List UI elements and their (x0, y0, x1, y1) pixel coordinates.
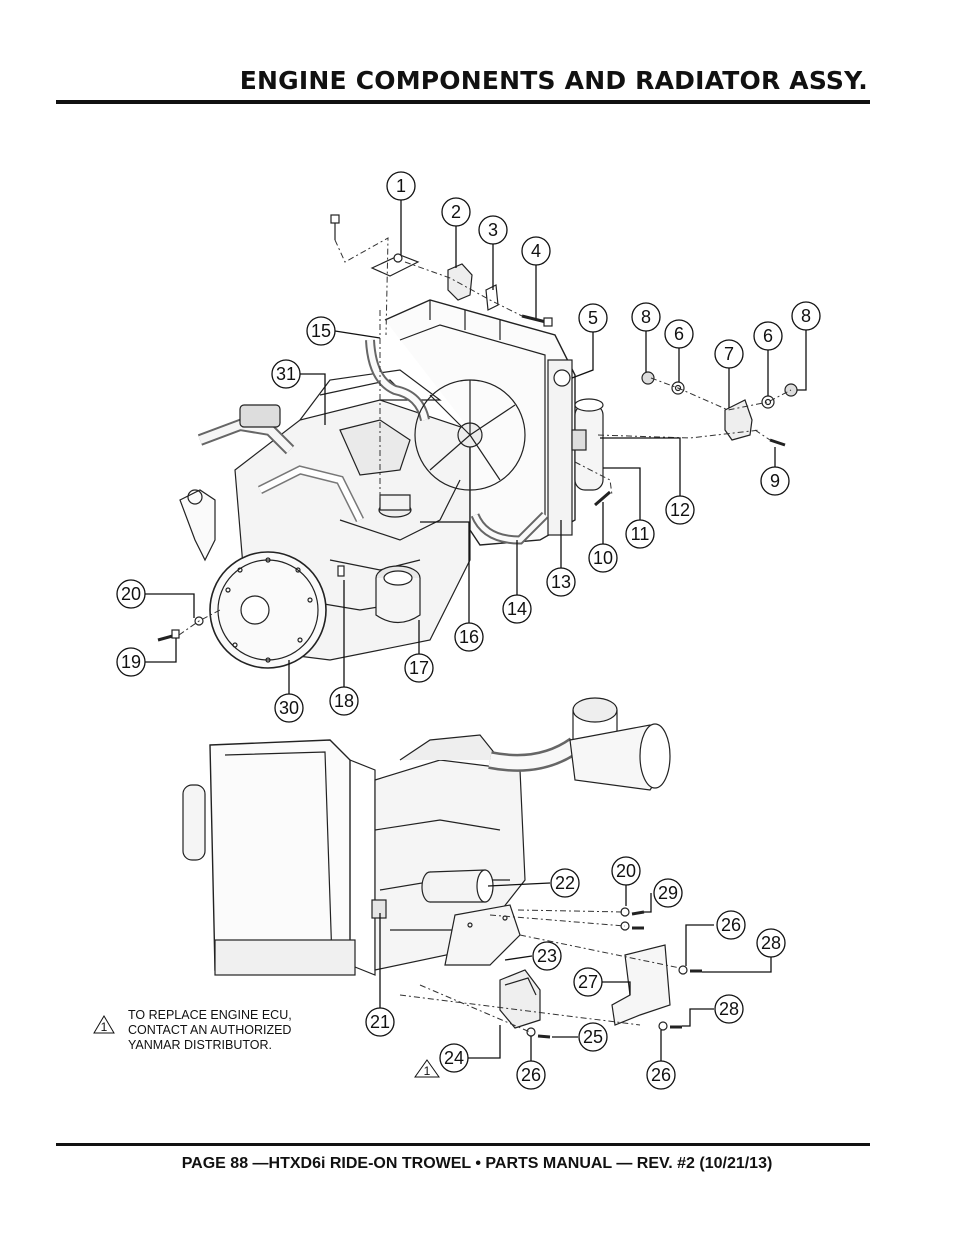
callout-26c: 26 (646, 1060, 676, 1090)
svg-text:2: 2 (451, 202, 461, 222)
callout-4: 4 (521, 236, 551, 266)
svg-text:18: 18 (334, 691, 354, 711)
callout-23: 23 (532, 941, 562, 971)
callout-22: 22 (550, 868, 580, 898)
svg-text:30: 30 (279, 698, 299, 718)
engine-radiator-illustration (179, 299, 604, 669)
svg-text:19: 19 (121, 652, 141, 672)
top-hardware-parts (157, 214, 798, 642)
header-rule (56, 100, 870, 104)
svg-text:29: 29 (658, 883, 678, 903)
svg-text:24: 24 (444, 1048, 464, 1068)
svg-text:10: 10 (593, 548, 613, 568)
leader-lines (145, 199, 807, 1062)
callout-8a: 8 (631, 302, 661, 332)
callout-24: 24 (439, 1043, 469, 1073)
callout-13: 13 (546, 567, 576, 597)
svg-text:20: 20 (121, 584, 141, 604)
svg-text:22: 22 (555, 873, 575, 893)
bottom-explode-lines (399, 909, 681, 1033)
svg-text:11: 11 (631, 524, 650, 544)
callout-11: 11 (625, 519, 655, 549)
callout-10: 10 (588, 543, 618, 573)
svg-text:14: 14 (507, 599, 527, 619)
svg-text:1: 1 (396, 176, 406, 196)
callout-16: 16 (454, 622, 484, 652)
callout-6b: 6 (753, 321, 783, 351)
svg-text:4: 4 (531, 241, 541, 261)
callout-30: 30 (274, 693, 304, 723)
callout-28a: 28 (756, 928, 786, 958)
svg-text:28: 28 (719, 999, 739, 1019)
ecu-warning-triangle-icon: 1 (414, 1059, 440, 1078)
svg-text:5: 5 (588, 308, 598, 328)
callout-bubbles: 1 2 3 4 5 8 6 8 15 7 6 31 9 12 11 10 13 … (116, 171, 821, 1090)
callout-14: 14 (502, 594, 532, 624)
top-explode-lines (178, 237, 792, 636)
svg-text:23: 23 (537, 946, 557, 966)
callout-20b: 20 (611, 856, 641, 886)
svg-text:26: 26 (721, 915, 741, 935)
callout-5: 5 (578, 303, 608, 333)
callout-15: 15 (306, 316, 336, 346)
callout-25: 25 (578, 1022, 608, 1052)
svg-text:15: 15 (311, 321, 331, 341)
callout-6a: 6 (664, 319, 694, 349)
callout-8b: 8 (791, 301, 821, 331)
callout-26b: 26 (516, 1060, 546, 1090)
svg-text:26: 26 (521, 1065, 541, 1085)
callout-21: 21 (365, 1007, 395, 1037)
callout-20a: 20 (116, 579, 146, 609)
svg-text:1: 1 (424, 1064, 431, 1078)
svg-text:13: 13 (551, 572, 571, 592)
svg-text:28: 28 (761, 933, 781, 953)
svg-text:21: 21 (370, 1012, 390, 1032)
footer-rule (56, 1143, 870, 1146)
svg-text:1: 1 (101, 1020, 108, 1034)
svg-text:8: 8 (641, 307, 651, 327)
callout-12: 12 (665, 495, 695, 525)
note-warning-triangle-icon: 1 (93, 1015, 115, 1034)
callout-18: 18 (329, 686, 359, 716)
svg-text:17: 17 (409, 658, 429, 678)
page-footer: PAGE 88 —HTXD6i RIDE-ON TROWEL • PARTS M… (181, 1155, 773, 1172)
svg-text:31: 31 (276, 364, 296, 384)
svg-text:20: 20 (616, 861, 636, 881)
svg-text:8: 8 (801, 306, 811, 326)
callout-17: 17 (404, 653, 434, 683)
callout-19: 19 (116, 647, 146, 677)
svg-text:12: 12 (670, 500, 690, 520)
svg-text:7: 7 (724, 344, 734, 364)
svg-text:3: 3 (488, 220, 498, 240)
note-line-3: YANMAR DISTRIBUTOR. (128, 1038, 272, 1052)
callout-29: 29 (653, 878, 683, 908)
svg-text:25: 25 (583, 1027, 603, 1047)
callout-31: 31 (271, 359, 301, 389)
ecu-note: 1 TO REPLACE ENGINE ECU, CONTACT AN AUTH… (93, 1008, 292, 1052)
svg-text:26: 26 (651, 1065, 671, 1085)
note-line-1: TO REPLACE ENGINE ECU, (128, 1008, 292, 1022)
svg-text:6: 6 (763, 326, 773, 346)
callout-2: 2 (441, 197, 471, 227)
callout-27: 27 (573, 967, 603, 997)
svg-text:6: 6 (674, 324, 684, 344)
engine-side-illustration (182, 697, 671, 1029)
svg-text:16: 16 (459, 627, 479, 647)
callout-3: 3 (478, 215, 508, 245)
page-title: ENGINE COMPONENTS AND RADIATOR ASSY. (239, 66, 868, 95)
callout-9: 9 (760, 466, 790, 496)
svg-text:9: 9 (770, 471, 780, 491)
callout-1: 1 (386, 171, 416, 201)
note-line-2: CONTACT AN AUTHORIZED (128, 1023, 291, 1037)
callout-26a: 26 (716, 910, 746, 940)
callout-7: 7 (714, 339, 744, 369)
svg-text:27: 27 (578, 972, 598, 992)
callout-28b: 28 (714, 994, 744, 1024)
